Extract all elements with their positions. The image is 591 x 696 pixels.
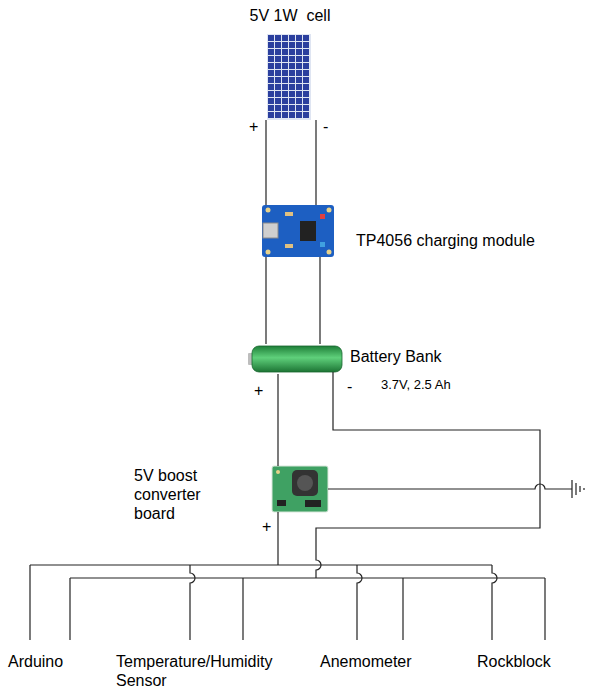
chip [305, 500, 321, 507]
ground-drop [544, 578, 545, 640]
pad [266, 250, 271, 255]
resistor [285, 244, 293, 248]
polarity-mark: + [254, 381, 263, 400]
device-label: 5V boost converter board [134, 466, 234, 524]
charger-picture [262, 205, 334, 257]
diode [277, 500, 286, 506]
device-label: Battery Bank [350, 347, 442, 366]
pcb [262, 205, 334, 257]
wire [315, 120, 316, 205]
ground-drop [69, 578, 70, 640]
pad [327, 250, 332, 255]
device-rating: 3.7V, 2.5 Ah [381, 377, 451, 393]
battery-cell [252, 346, 342, 372]
charging-module: TP4056 charging module [262, 205, 334, 257]
load-label: Arduino [8, 652, 63, 671]
chip [300, 221, 316, 241]
panel-cells [268, 35, 310, 119]
polarity-mark: - [347, 377, 352, 396]
polarity-mark: + [262, 517, 271, 536]
load-label: Anemometer [320, 652, 412, 671]
boost-picture [272, 466, 328, 512]
supply-drop [190, 565, 195, 640]
ground-drop [242, 578, 243, 640]
wiring [30, 372, 584, 640]
ground-drop [402, 578, 403, 640]
wire [277, 374, 278, 466]
wire [265, 257, 266, 344]
battery: Battery Bank3.7V, 2.5 Ah [248, 344, 344, 374]
ground-bus [70, 577, 545, 578]
boost-converter: 5V boost converter board [272, 466, 330, 512]
load-label: Rockblock [477, 652, 551, 671]
polarity-mark: - [323, 117, 328, 136]
ground-symbol [572, 480, 584, 498]
wire [265, 120, 266, 205]
polarity-mark: + [249, 117, 258, 136]
supply-wire [277, 512, 278, 565]
ground-wire [328, 484, 572, 489]
load-label: Temperature/Humidity Sensor [116, 652, 311, 690]
supply-drop [357, 565, 362, 640]
supply-drop [492, 565, 497, 640]
solar-panel: 5V 1W cell [262, 34, 318, 120]
led [320, 214, 325, 219]
pad [276, 470, 280, 474]
supply-drop [29, 565, 30, 640]
usb-port [263, 223, 278, 238]
device-label: TP4056 charging module [356, 231, 535, 250]
supply-bus [30, 564, 492, 565]
wire [319, 257, 320, 344]
pad [266, 208, 271, 213]
device-label: 5V 1W cell [250, 6, 331, 25]
led [320, 242, 325, 247]
resistor [285, 212, 293, 216]
ground-wire [316, 372, 540, 578]
solar-panel-picture [267, 34, 311, 120]
pad [327, 208, 332, 213]
inductor-core [297, 475, 313, 491]
battery-picture [248, 346, 342, 372]
panel-frame [267, 34, 311, 120]
pcb [272, 466, 328, 512]
inductor [292, 470, 318, 496]
